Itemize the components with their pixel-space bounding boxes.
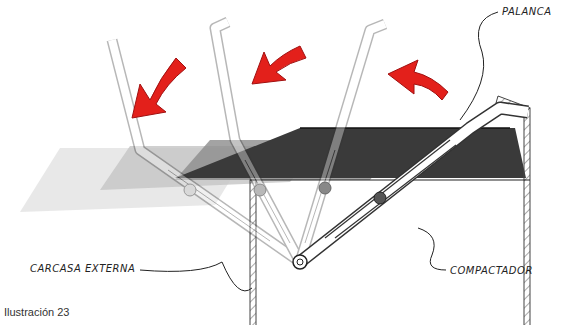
pivot [293, 255, 307, 269]
caption: Ilustración 23 [4, 306, 69, 318]
housing-wall [250, 180, 256, 325]
part-label: CARCASA EXTERNA [30, 263, 135, 274]
compactor [175, 128, 526, 178]
part-label: COMPACTADOR [450, 265, 533, 276]
motion-arrow [132, 46, 448, 118]
housing-wall [524, 108, 530, 325]
part-label: PALANCA [502, 6, 552, 17]
lever [300, 108, 528, 262]
leader-line [140, 12, 498, 291]
